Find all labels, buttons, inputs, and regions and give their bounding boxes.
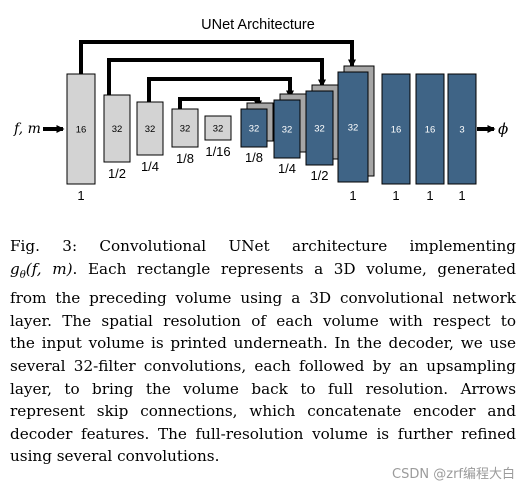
decoder-volume — [305, 90, 334, 166]
skip-arrow-eighth-res — [178, 97, 262, 109]
encoder-volume — [103, 94, 131, 163]
decoder-volume — [337, 71, 369, 183]
caption-line: gθ(f, m). Each rectangle represents a 3D… — [10, 258, 516, 288]
volume-channels-label: 3 — [459, 125, 464, 136]
volume-resolution-label: 1/4 — [141, 159, 159, 174]
volume-resolution-label: 1/8 — [245, 150, 263, 165]
figure-title: UNet Architecture — [201, 17, 315, 33]
refinement-volume — [447, 73, 477, 185]
watermark: CSDN @zrf编程大白 — [392, 467, 515, 482]
volume-resolution-label: 1/8 — [176, 151, 194, 166]
decoder-volume — [273, 99, 301, 159]
skip-arrow-quarter-res — [147, 77, 294, 102]
caption-line: several 32-filter convolutions, each fol… — [10, 357, 516, 375]
volume-channels-label: 32 — [213, 124, 224, 135]
volume-resolution-label: 1/16 — [205, 144, 230, 159]
volume-channels-label: 32 — [314, 124, 325, 135]
caption-line: layer. The spatial resolution of each vo… — [10, 311, 516, 330]
volume-channels-label: 32 — [282, 125, 293, 136]
volume-resolution-label: 1 — [458, 188, 465, 203]
caption-math: gθ(f, m). Each rectangle represents a 3D… — [10, 259, 516, 281]
decoder-volume — [240, 108, 268, 148]
caption-line: from the preceding volume using a 3D con… — [10, 289, 516, 308]
caption-line: using several convolutions. — [10, 447, 220, 466]
figure-caption: Fig. 3: Convolutional UNet architecture … — [10, 235, 516, 468]
skip-arrow-full-res — [79, 40, 356, 74]
input-label: f, m — [13, 121, 41, 137]
volume-channels-label: 32 — [249, 124, 260, 135]
caption-line: Fig. 3: Convolutional UNet architecture … — [10, 237, 516, 255]
volume-resolution-label: 1 — [426, 188, 433, 203]
caption-line: the input volume is printed underneath. … — [10, 334, 516, 353]
skip-arrow-half-res — [107, 58, 326, 95]
volume-channels-label: 16 — [425, 125, 436, 136]
volume-channels-label: 32 — [348, 123, 359, 134]
volume-resolution-label: 1 — [392, 188, 399, 203]
volume-channels-label: 16 — [391, 125, 402, 136]
volume-channels-label: 32 — [112, 124, 123, 135]
unet-architecture-figure: UNet Architecture f, m ϕ 16 1 32 1/2 32 1/4 32… — [13, 17, 508, 203]
encoder-volume — [204, 115, 232, 141]
caption-line: decoder features. The full-resolution vo… — [10, 424, 516, 443]
refinement-volume — [381, 73, 411, 185]
refinement-volume — [415, 73, 445, 185]
volume-resolution-label: 1/2 — [108, 166, 126, 181]
caption-line: layer, to bring the volume back to full … — [10, 379, 516, 398]
volume-blocks: 16 1 32 1/2 32 1/4 32 1/8 32 1/16 32 1/8 32 1/4 32 1/2 3… — [66, 65, 477, 203]
volume-channels-label: 32 — [180, 124, 191, 135]
volume-channels-label: 32 — [145, 124, 156, 135]
caption-line: represent skip connections, which concat… — [10, 402, 516, 421]
output-label: ϕ — [498, 120, 508, 138]
encoder-volume — [66, 73, 96, 185]
volume-resolution-label: 1 — [349, 188, 356, 203]
volume-resolution-label: 1 — [77, 188, 84, 203]
encoder-volume — [136, 101, 164, 156]
volume-resolution-label: 1/2 — [310, 168, 328, 183]
encoder-volume — [171, 108, 199, 148]
volume-channels-label: 16 — [76, 125, 87, 136]
volume-resolution-label: 1/4 — [278, 161, 296, 176]
